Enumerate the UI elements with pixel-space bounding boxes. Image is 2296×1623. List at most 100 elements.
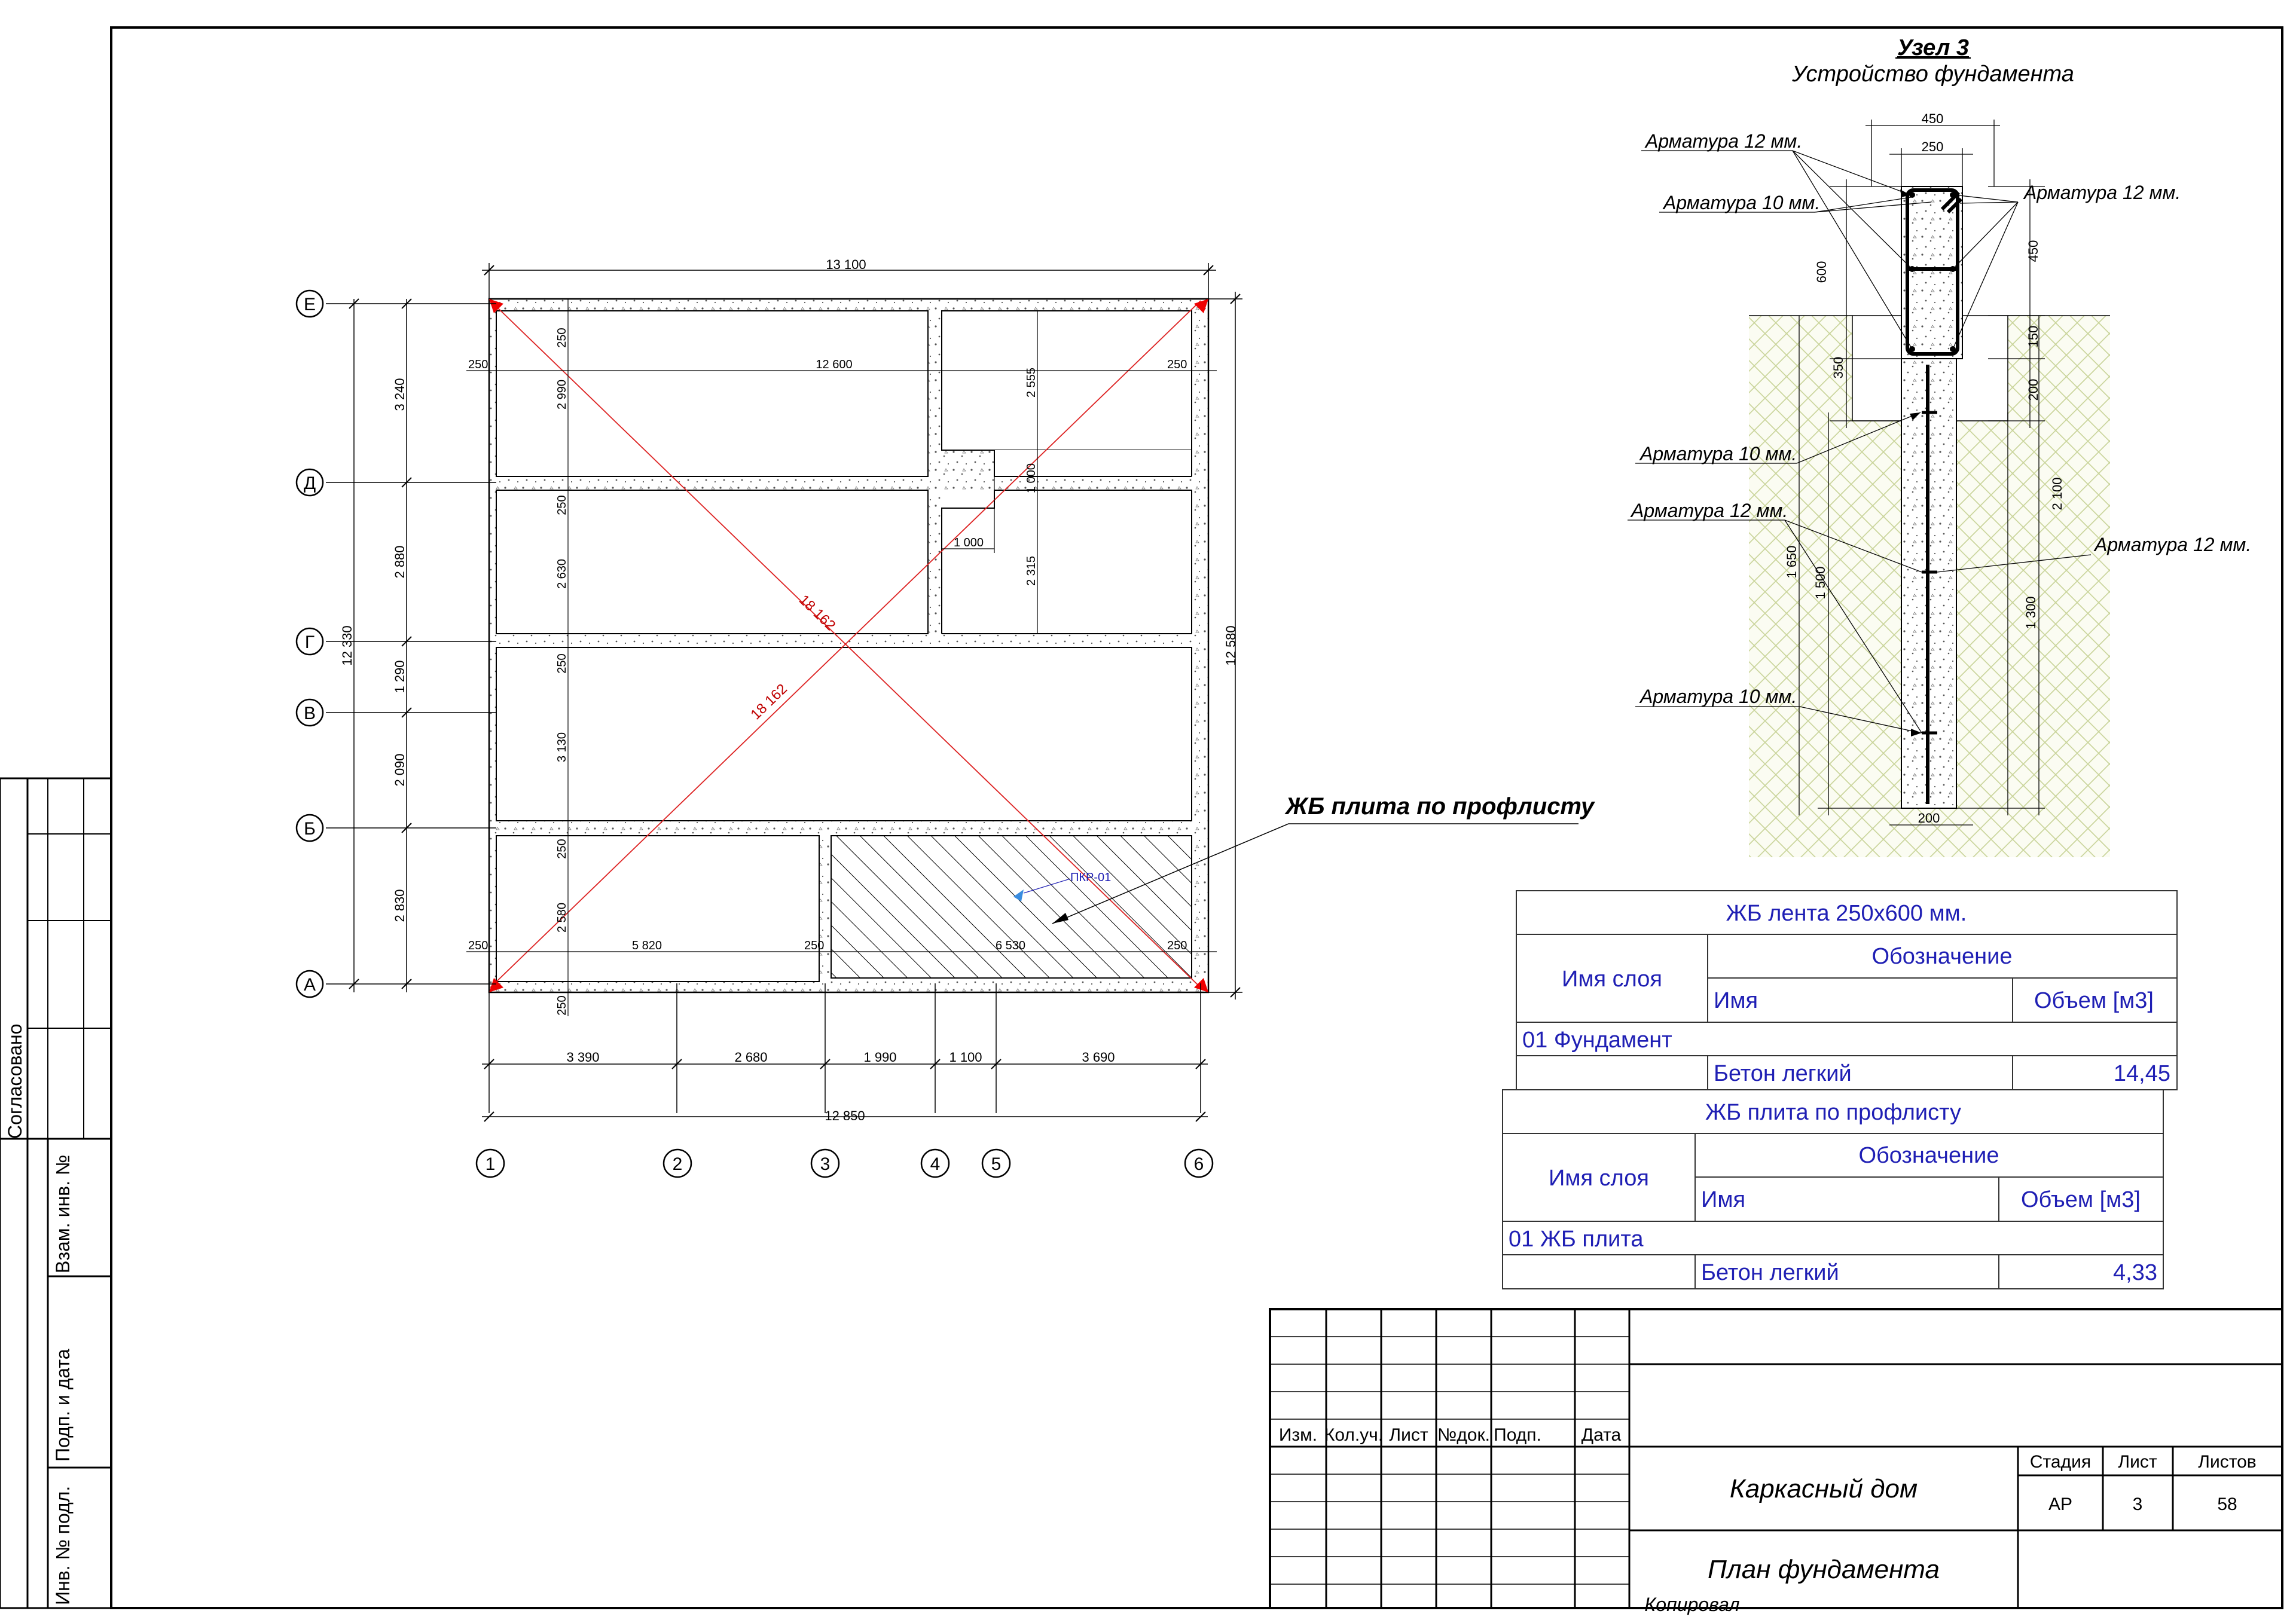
- stamp-header-date: Дата: [1581, 1425, 1622, 1445]
- dim-2630: 2 630: [555, 559, 569, 589]
- dim-bottom-seg-3: 1 990: [863, 1050, 896, 1065]
- dim-left-total: 12 330: [340, 625, 355, 665]
- detail-dim-450-w: 450: [1922, 111, 1944, 126]
- axis-number-3: 3: [820, 1154, 831, 1174]
- dim-250-right-bottom: 250: [1167, 939, 1187, 952]
- rebar-label-10-b: Арматура 10 мм.: [1639, 443, 1797, 464]
- stamp-stage: АР: [2048, 1494, 2072, 1514]
- detail-dim-150: 150: [2026, 326, 2041, 348]
- axis-number-2: 2: [673, 1154, 683, 1174]
- table2-layer: 01 ЖБ плита: [1509, 1227, 1644, 1252]
- slab-tag: ПКР-01: [1070, 871, 1111, 884]
- axis-letter-3: Г: [305, 632, 315, 652]
- dim-250-v4: 250: [555, 839, 569, 858]
- stamp-header-qty: Кол.уч.: [1324, 1425, 1383, 1445]
- table1-col-layer: Имя слоя: [1562, 967, 1662, 992]
- detail-dim-200-h: 200: [2026, 379, 2041, 401]
- agreed-label: Согласовано: [4, 1024, 26, 1139]
- dim-bottom-total: 12 850: [825, 1108, 865, 1123]
- axis-number-4: 4: [930, 1154, 941, 1174]
- detail-dim-200-w: 200: [1918, 811, 1940, 826]
- axis-letter-5: Б: [304, 819, 316, 839]
- dim-top-value: 13 100: [826, 257, 866, 272]
- axis-letter-6: А: [304, 975, 316, 995]
- dim-2990: 2 990: [555, 380, 569, 409]
- dim-3130: 3 130: [555, 732, 569, 762]
- dim-right-value: 12 580: [1223, 625, 1238, 665]
- copied-label: Копировал: [1644, 1594, 1739, 1615]
- dim-2315: 2 315: [1025, 556, 1038, 586]
- table-slab: ЖБ плита по профлисту Имя слоя Обозначен…: [1502, 1089, 2164, 1289]
- rebar-label-10-a: Арматура 10 мм.: [1662, 192, 1820, 213]
- table1-col-designation: Обозначение: [1871, 944, 2012, 969]
- table2-title: ЖБ плита по профлисту: [1705, 1100, 1961, 1125]
- table1-material: Бетон легкий: [1714, 1061, 1852, 1086]
- axis-letter-4: В: [304, 704, 316, 723]
- dim-250-left-top: 250: [468, 358, 488, 371]
- detail-title: Узел 3: [1897, 35, 1969, 60]
- detail-dim-2100: 2 100: [2050, 477, 2065, 510]
- rebar-label-12-d: Арматура 12 мм.: [2093, 534, 2251, 555]
- table1-col-volume: Объем [м3]: [2034, 988, 2154, 1013]
- rebar-label-12-c: Арматура 12 мм.: [1630, 500, 1788, 521]
- detail-dim-600: 600: [1814, 261, 1829, 283]
- inv-orig-label: Инв. № подл.: [52, 1486, 74, 1605]
- stamp-sheet-label: Лист: [2118, 1452, 2157, 1472]
- table1-layer: 01 Фундамент: [1522, 1028, 1672, 1053]
- slab-callout: ЖБ плита по профлисту: [1284, 793, 1595, 820]
- dim-bottom-seg-4: 1 100: [949, 1050, 982, 1065]
- stamp-sheets: 58: [2217, 1494, 2237, 1514]
- axis-number-1: 1: [486, 1154, 496, 1174]
- slab-hatch: [831, 835, 1192, 979]
- table2-col-name: Имя: [1701, 1187, 1745, 1212]
- dim-left-seg-5: 2 830: [392, 889, 407, 922]
- stamp-stage-label: Стадия: [2030, 1452, 2091, 1472]
- axis-numbers: 1 2 3 4 5 6: [475, 1148, 1214, 1178]
- stamp-project: Каркасный дом: [1730, 1474, 1918, 1503]
- stamp-sheet: 3: [2133, 1494, 2143, 1514]
- dim-2555: 2 555: [1025, 368, 1038, 398]
- dim-1000-v: 1 000: [1025, 463, 1038, 493]
- detail-dim-1650: 1 650: [1784, 545, 1799, 578]
- stamp-sheets-label: Листов: [2198, 1452, 2256, 1472]
- dim-left-seg-1: 3 240: [392, 378, 407, 411]
- stamp-header-change: Изм.: [1279, 1425, 1317, 1445]
- dim-bottom-seg-2: 2 680: [734, 1050, 767, 1065]
- room: [941, 310, 1192, 451]
- stamp-sheet-title: План фундамента: [1708, 1555, 1940, 1584]
- side-strip: Согласовано Взам. инв. № Подп. и дата Ин…: [0, 777, 112, 1609]
- dim-left-seg-2: 2 880: [392, 545, 407, 578]
- dim-5820: 5 820: [632, 939, 662, 952]
- table2-material: Бетон легкий: [1701, 1260, 1839, 1285]
- stamp-header-sheet: Лист: [1389, 1425, 1428, 1445]
- table1-title: ЖБ лента 250х600 мм.: [1726, 901, 1967, 926]
- dim-250-v3: 250: [555, 653, 569, 673]
- detail-dim-1300: 1 300: [2023, 596, 2038, 629]
- foundation-plan: 18 162 18 162 13 100 12 580: [295, 257, 1595, 1178]
- detail-dim-250-w: 250: [1922, 139, 1944, 154]
- detail-subtitle: Устройство фундамента: [1791, 62, 2074, 87]
- table2-col-layer: Имя слоя: [1549, 1166, 1649, 1191]
- table2-value: 4,33: [2113, 1260, 2157, 1285]
- dim-250-right-top: 250: [1167, 358, 1187, 371]
- dim-2580: 2 580: [555, 903, 569, 933]
- dim-250-v2: 250: [555, 495, 569, 515]
- axis-number-6: 6: [1194, 1154, 1204, 1174]
- table1-col-name: Имя: [1714, 988, 1758, 1013]
- axis-number-5: 5: [991, 1154, 1002, 1174]
- stamp-header-doc: №док.: [1437, 1425, 1490, 1445]
- dim-250-left-bottom: 250: [468, 939, 488, 952]
- detail-dim-450-h: 450: [2026, 240, 2041, 262]
- stamp-header-sign: Подп.: [1494, 1425, 1541, 1445]
- dim-bottom-seg-5: 3 690: [1082, 1050, 1115, 1065]
- table-strip-foundation: ЖБ лента 250х600 мм. Имя слоя Обозначени…: [1516, 890, 2178, 1090]
- table2-col-volume: Объем [м3]: [2021, 1187, 2141, 1212]
- dim-6530: 6 530: [996, 939, 1025, 952]
- table2-col-designation: Обозначение: [1858, 1143, 1999, 1168]
- detail-dim-350: 350: [1831, 357, 1846, 379]
- room: [496, 647, 1192, 821]
- rebar-label-10-c: Арматура 10 мм.: [1639, 686, 1797, 707]
- dim-bottom-seg-1: 3 390: [566, 1050, 599, 1065]
